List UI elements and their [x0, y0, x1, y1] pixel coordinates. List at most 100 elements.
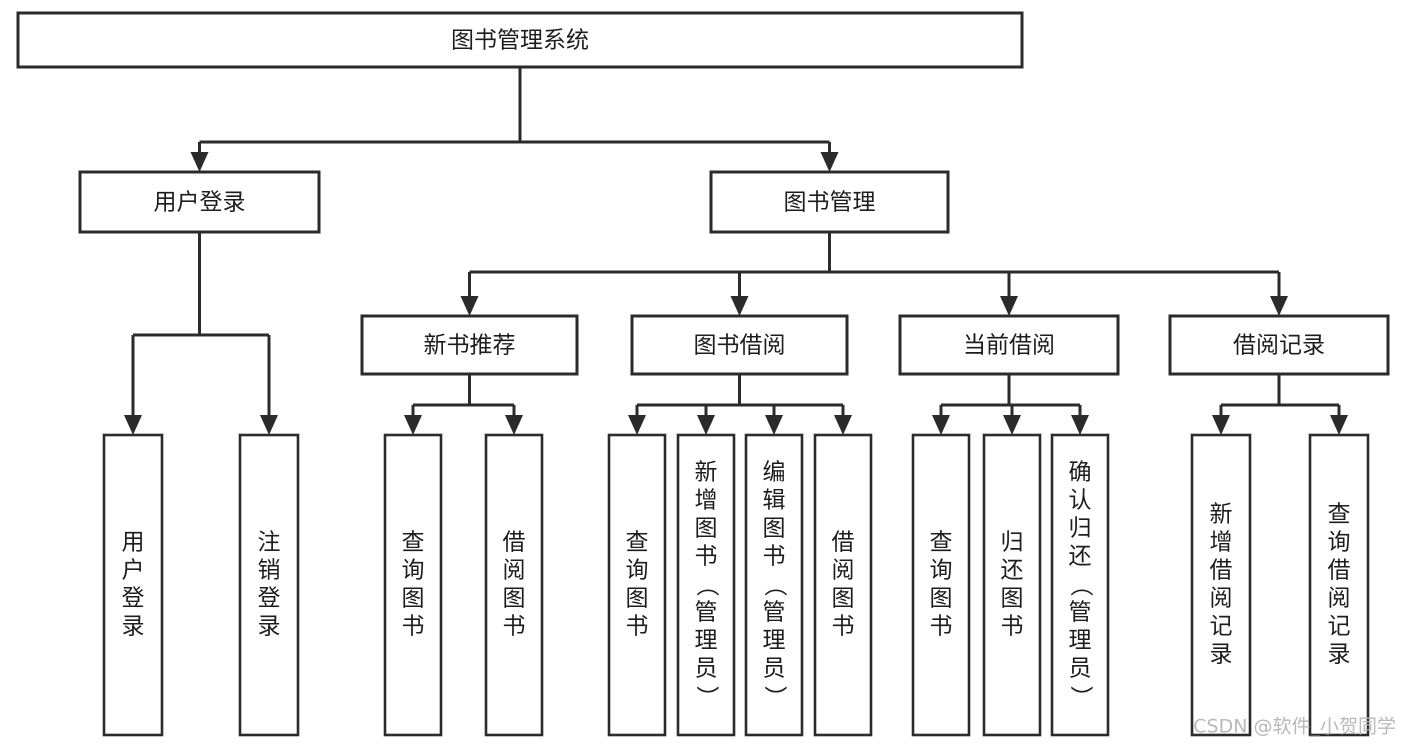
node-label-char: 查: [626, 530, 649, 556]
node-label-char: 理: [763, 628, 786, 654]
node-label-char: 询: [626, 558, 649, 584]
watermark-label: CSDN @软件_小贺同学: [1193, 716, 1396, 738]
node-label-char: 新: [695, 460, 718, 486]
node-label-char: 理: [695, 628, 718, 654]
node-box-leaf-query-book-2: [607, 433, 667, 737]
node-book-manage[interactable]: 图书管理: [709, 170, 950, 234]
node-label-char: 阅: [832, 558, 855, 584]
node-label-char: 录: [258, 614, 281, 640]
node-label-char: 员: [1069, 656, 1092, 682]
node-label-char: 录: [1210, 642, 1233, 668]
node-label-char: 员: [763, 656, 786, 682]
node-label-char: ）: [1068, 686, 1094, 709]
connector-arrowhead: [404, 415, 422, 435]
node-label-book-manage: 图书管理: [784, 190, 876, 216]
connector-arrowhead: [1071, 415, 1089, 435]
node-label-char: 书: [832, 614, 855, 640]
node-box-user-login: [78, 170, 321, 234]
connector-arrowhead: [697, 415, 715, 435]
node-label-char: 借: [1328, 558, 1351, 584]
node-root[interactable]: 图书管理系统: [16, 11, 1024, 69]
connector-arrowhead: [765, 415, 783, 435]
node-label-char: 询: [402, 558, 425, 584]
node-label-char: 登: [258, 586, 281, 612]
node-label-char: 阅: [503, 558, 526, 584]
node-box-book-manage: [709, 170, 950, 234]
node-label-char: 书: [402, 614, 425, 640]
node-label-char: 询: [1328, 530, 1351, 556]
node-label-char: 录: [1328, 642, 1351, 668]
node-label-char: 管: [695, 600, 718, 626]
connector-layer: [124, 67, 1348, 435]
node-box-new-book-recommend: [360, 314, 579, 376]
connector-arrowhead: [932, 415, 950, 435]
node-current-borrow[interactable]: 当前借阅: [898, 314, 1120, 376]
node-box-leaf-query-book-1: [383, 433, 443, 737]
node-label-char: 查: [402, 530, 425, 556]
node-label-char: 编: [763, 460, 786, 486]
node-label-root: 图书管理系统: [451, 28, 589, 54]
node-box-root: [16, 11, 1024, 69]
node-label-char: 归: [1001, 530, 1024, 556]
node-borrow-record[interactable]: 借阅记录: [1168, 314, 1390, 376]
node-box-leaf-query-book-3: [911, 433, 971, 737]
node-user-login[interactable]: 用户登录: [78, 170, 321, 234]
connector-arrowhead: [628, 415, 646, 435]
node-label-char: （: [694, 574, 720, 597]
node-label-char: ）: [694, 686, 720, 709]
node-box-borrow-record: [1168, 314, 1390, 376]
node-new-book-recommend[interactable]: 新书推荐: [360, 314, 579, 376]
node-label-char: 辑: [763, 488, 786, 514]
node-label-char: 借: [832, 530, 855, 556]
node-label-char: 书: [695, 544, 718, 570]
node-label-char: 认: [1069, 488, 1092, 514]
node-label-char: 归: [1069, 516, 1092, 542]
node-box-current-borrow: [898, 314, 1120, 376]
node-label-borrow-record: 借阅记录: [1233, 333, 1325, 359]
node-label-char: ）: [762, 686, 788, 709]
node-label-char: 图: [930, 586, 953, 612]
node-label-char: 借: [1210, 558, 1233, 584]
node-label-char: 管: [763, 600, 786, 626]
node-leaf-user-login[interactable]: 用户登录: [102, 433, 164, 737]
connector-arrowhead: [190, 152, 209, 172]
node-label-char: 书: [1001, 614, 1024, 640]
node-label-char: 图: [832, 586, 855, 612]
node-label-char: 图: [695, 516, 718, 542]
node-box-leaf-edit-book: [744, 433, 804, 737]
node-label-char: 新: [1210, 502, 1233, 528]
node-book-borrow[interactable]: 图书借阅: [630, 314, 849, 376]
node-box-leaf-borrow-book-1: [484, 433, 544, 737]
node-box-leaf-logout: [238, 433, 300, 737]
node-label-char: 查: [930, 530, 953, 556]
node-label-char: 查: [1328, 502, 1351, 528]
node-label-book-borrow: 图书借阅: [694, 333, 786, 359]
node-label-char: 确: [1069, 460, 1092, 486]
node-label-new-book-recommend: 新书推荐: [424, 333, 516, 359]
connector-arrowhead: [834, 415, 852, 435]
node-label-char: 登: [122, 586, 145, 612]
node-label-char: 书: [503, 614, 526, 640]
connector-arrowhead: [730, 296, 749, 316]
node-label-char: 理: [1069, 628, 1092, 654]
connector-arrowhead: [505, 415, 523, 435]
node-label-char: 记: [1328, 614, 1351, 640]
node-label-char: 图: [503, 586, 526, 612]
connector-arrowhead: [1000, 296, 1018, 316]
node-label-char: 增: [1210, 530, 1233, 556]
node-label-char: 书: [930, 614, 953, 640]
